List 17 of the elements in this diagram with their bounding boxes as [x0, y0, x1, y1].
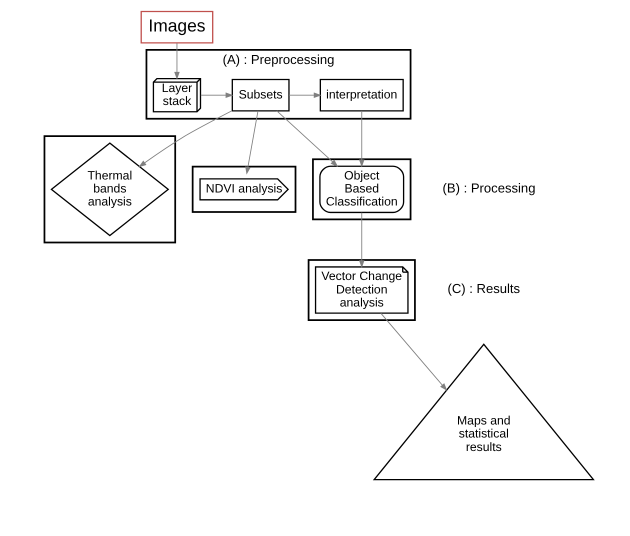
- arrow: [358, 110, 364, 168]
- node-box: interpretation: [319, 78, 404, 112]
- cluster: [43, 135, 176, 244]
- label: (B) : Processing: [442, 180, 535, 196]
- node-diamond: Thermal bands analysis: [50, 142, 169, 236]
- arrow: [138, 110, 232, 168]
- arrow: [244, 110, 258, 175]
- arrow: [358, 212, 364, 268]
- arrow: [288, 92, 322, 98]
- node-box: Subsets: [231, 78, 290, 112]
- arrow: [200, 92, 233, 98]
- arrow: [174, 42, 180, 80]
- label: (C) : Results: [447, 281, 520, 296]
- node-box: Object Based Classification: [318, 166, 404, 214]
- arrow: [380, 312, 447, 391]
- node-box: Images: [140, 10, 213, 44]
- arrow: [276, 110, 338, 167]
